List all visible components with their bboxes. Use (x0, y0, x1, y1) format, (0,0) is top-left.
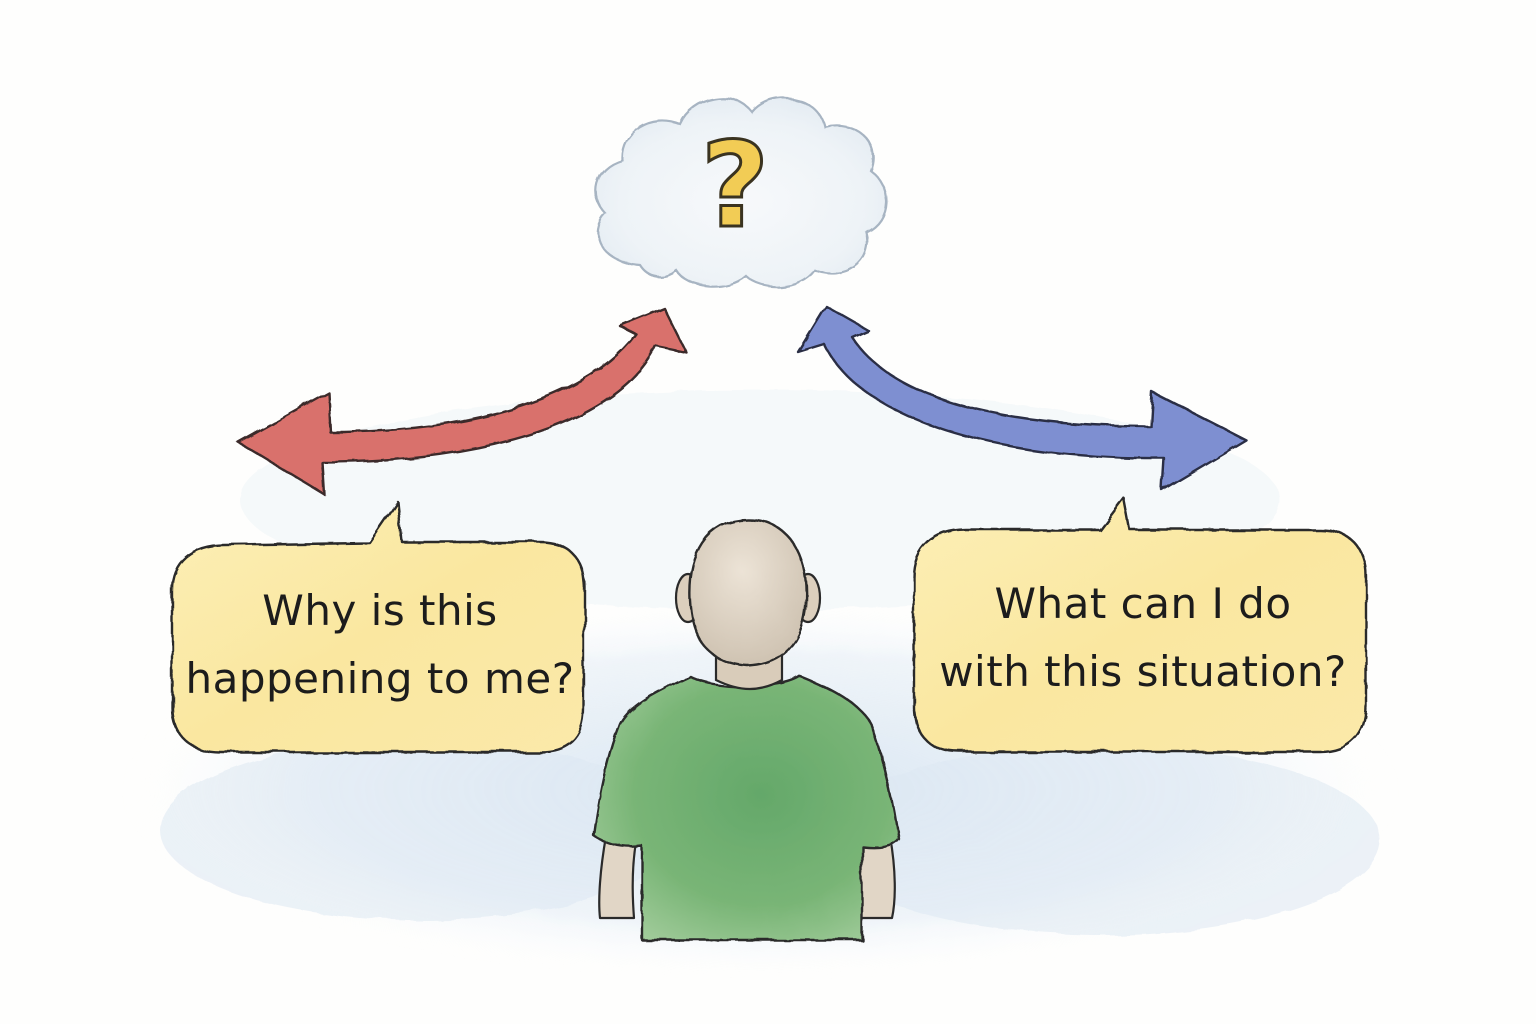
question-mark-icon: ? (699, 116, 770, 254)
person (592, 518, 900, 942)
green-shirt (592, 674, 900, 942)
speech-bubble-left (170, 500, 586, 754)
left-bubble-line-1: Why is this (262, 586, 498, 635)
red-arrow (236, 306, 688, 496)
right-bubble-text: What can I do with this situation? (917, 570, 1369, 706)
right-bubble-line-1: What can I do (994, 579, 1292, 628)
right-bubble-line-2: with this situation? (939, 647, 1347, 696)
blue-arrow (796, 304, 1248, 492)
head (688, 518, 808, 668)
thought-cloud (594, 96, 888, 288)
left-bubble-text: Why is this happening to me? (175, 577, 585, 713)
left-bubble-line-2: happening to me? (185, 654, 575, 703)
left-arm (598, 834, 638, 920)
speech-bubble-right (912, 496, 1368, 754)
